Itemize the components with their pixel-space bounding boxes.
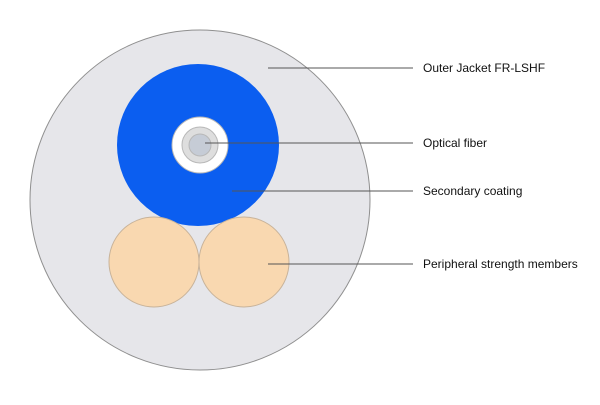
- label-outer-jacket: Outer Jacket FR-LSHF: [423, 61, 545, 75]
- label-optical-fiber: Optical fiber: [423, 136, 487, 150]
- optical-fiber-core: [188, 133, 212, 157]
- label-secondary-coating: Secondary coating: [423, 184, 522, 198]
- strength-member-right: [198, 216, 290, 308]
- label-strength-members: Peripheral strength members: [423, 257, 578, 271]
- strength-member-left: [108, 216, 200, 308]
- peripheral-strength-members: [108, 216, 290, 308]
- optical-fiber: [171, 116, 229, 174]
